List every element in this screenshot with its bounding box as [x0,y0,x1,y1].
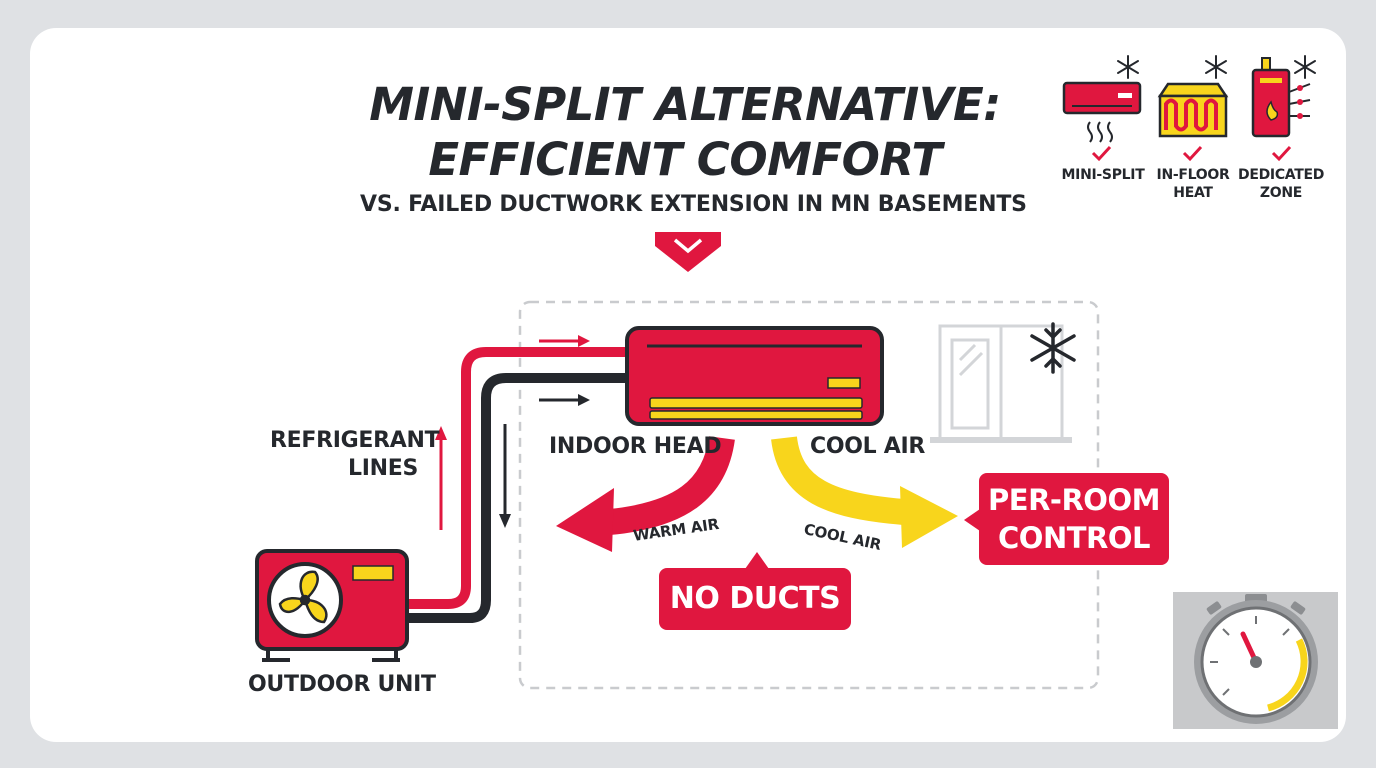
snowflake-icon [1030,322,1076,374]
snowflake-icon [1294,55,1316,79]
chevron-down-icon [655,232,721,272]
indoor-head-label: INDOOR HEAD [549,434,722,459]
wall-unit-icon [1062,81,1142,143]
gauge-badge [1173,592,1338,729]
check-icon [1091,145,1112,162]
outdoor-unit-label: OUTDOOR UNIT [248,672,436,697]
snowflake-icon [1205,55,1227,79]
option-label-mini-split: MINI-SPLIT [1061,167,1145,183]
per-room-control-callout: PER-ROOM CONTROL [964,473,1169,565]
flow-arrow-up-red [435,426,447,530]
furnace-icon [1251,57,1311,138]
outdoor-unit [255,549,409,662]
cool-air-arrow [771,435,958,548]
flow-arrow-right-dark [539,394,590,406]
radiant-floor-icon [1157,82,1229,138]
flow-arrow-right-red [539,335,590,347]
fan-icon [278,570,328,624]
warm-air-arrow [556,435,735,552]
no-ducts-callout: NO DUCTS [659,552,851,630]
snowflake-icon [1117,55,1139,79]
option-label-dedicated-zone: DEDICATED ZONE [1238,167,1325,201]
gauge-icon [1194,594,1318,724]
option-label-in-floor-heat: IN-FLOOR HEAT [1156,167,1230,201]
check-icon [1271,145,1292,162]
page-title-line-1: MINI-SPLIT ALTERNATIVE: [369,78,1001,131]
cool-air-label: COOL AIR [810,434,925,459]
refrigerant-lines-label: REFRIGERANT LINES [270,428,440,481]
indoor-head-unit [625,326,884,426]
refrigerant-line-red [408,347,630,609]
window-icon [930,324,1072,443]
refrigerant-line-dark [408,373,630,623]
check-icon [1182,145,1203,162]
flow-arrow-down-dark [499,424,511,528]
page-title-line-2: EFFICIENT COMFORT [428,133,942,186]
page-subtitle: VS. FAILED DUCTWORK EXTENSION IN MN BASE… [360,192,1027,217]
